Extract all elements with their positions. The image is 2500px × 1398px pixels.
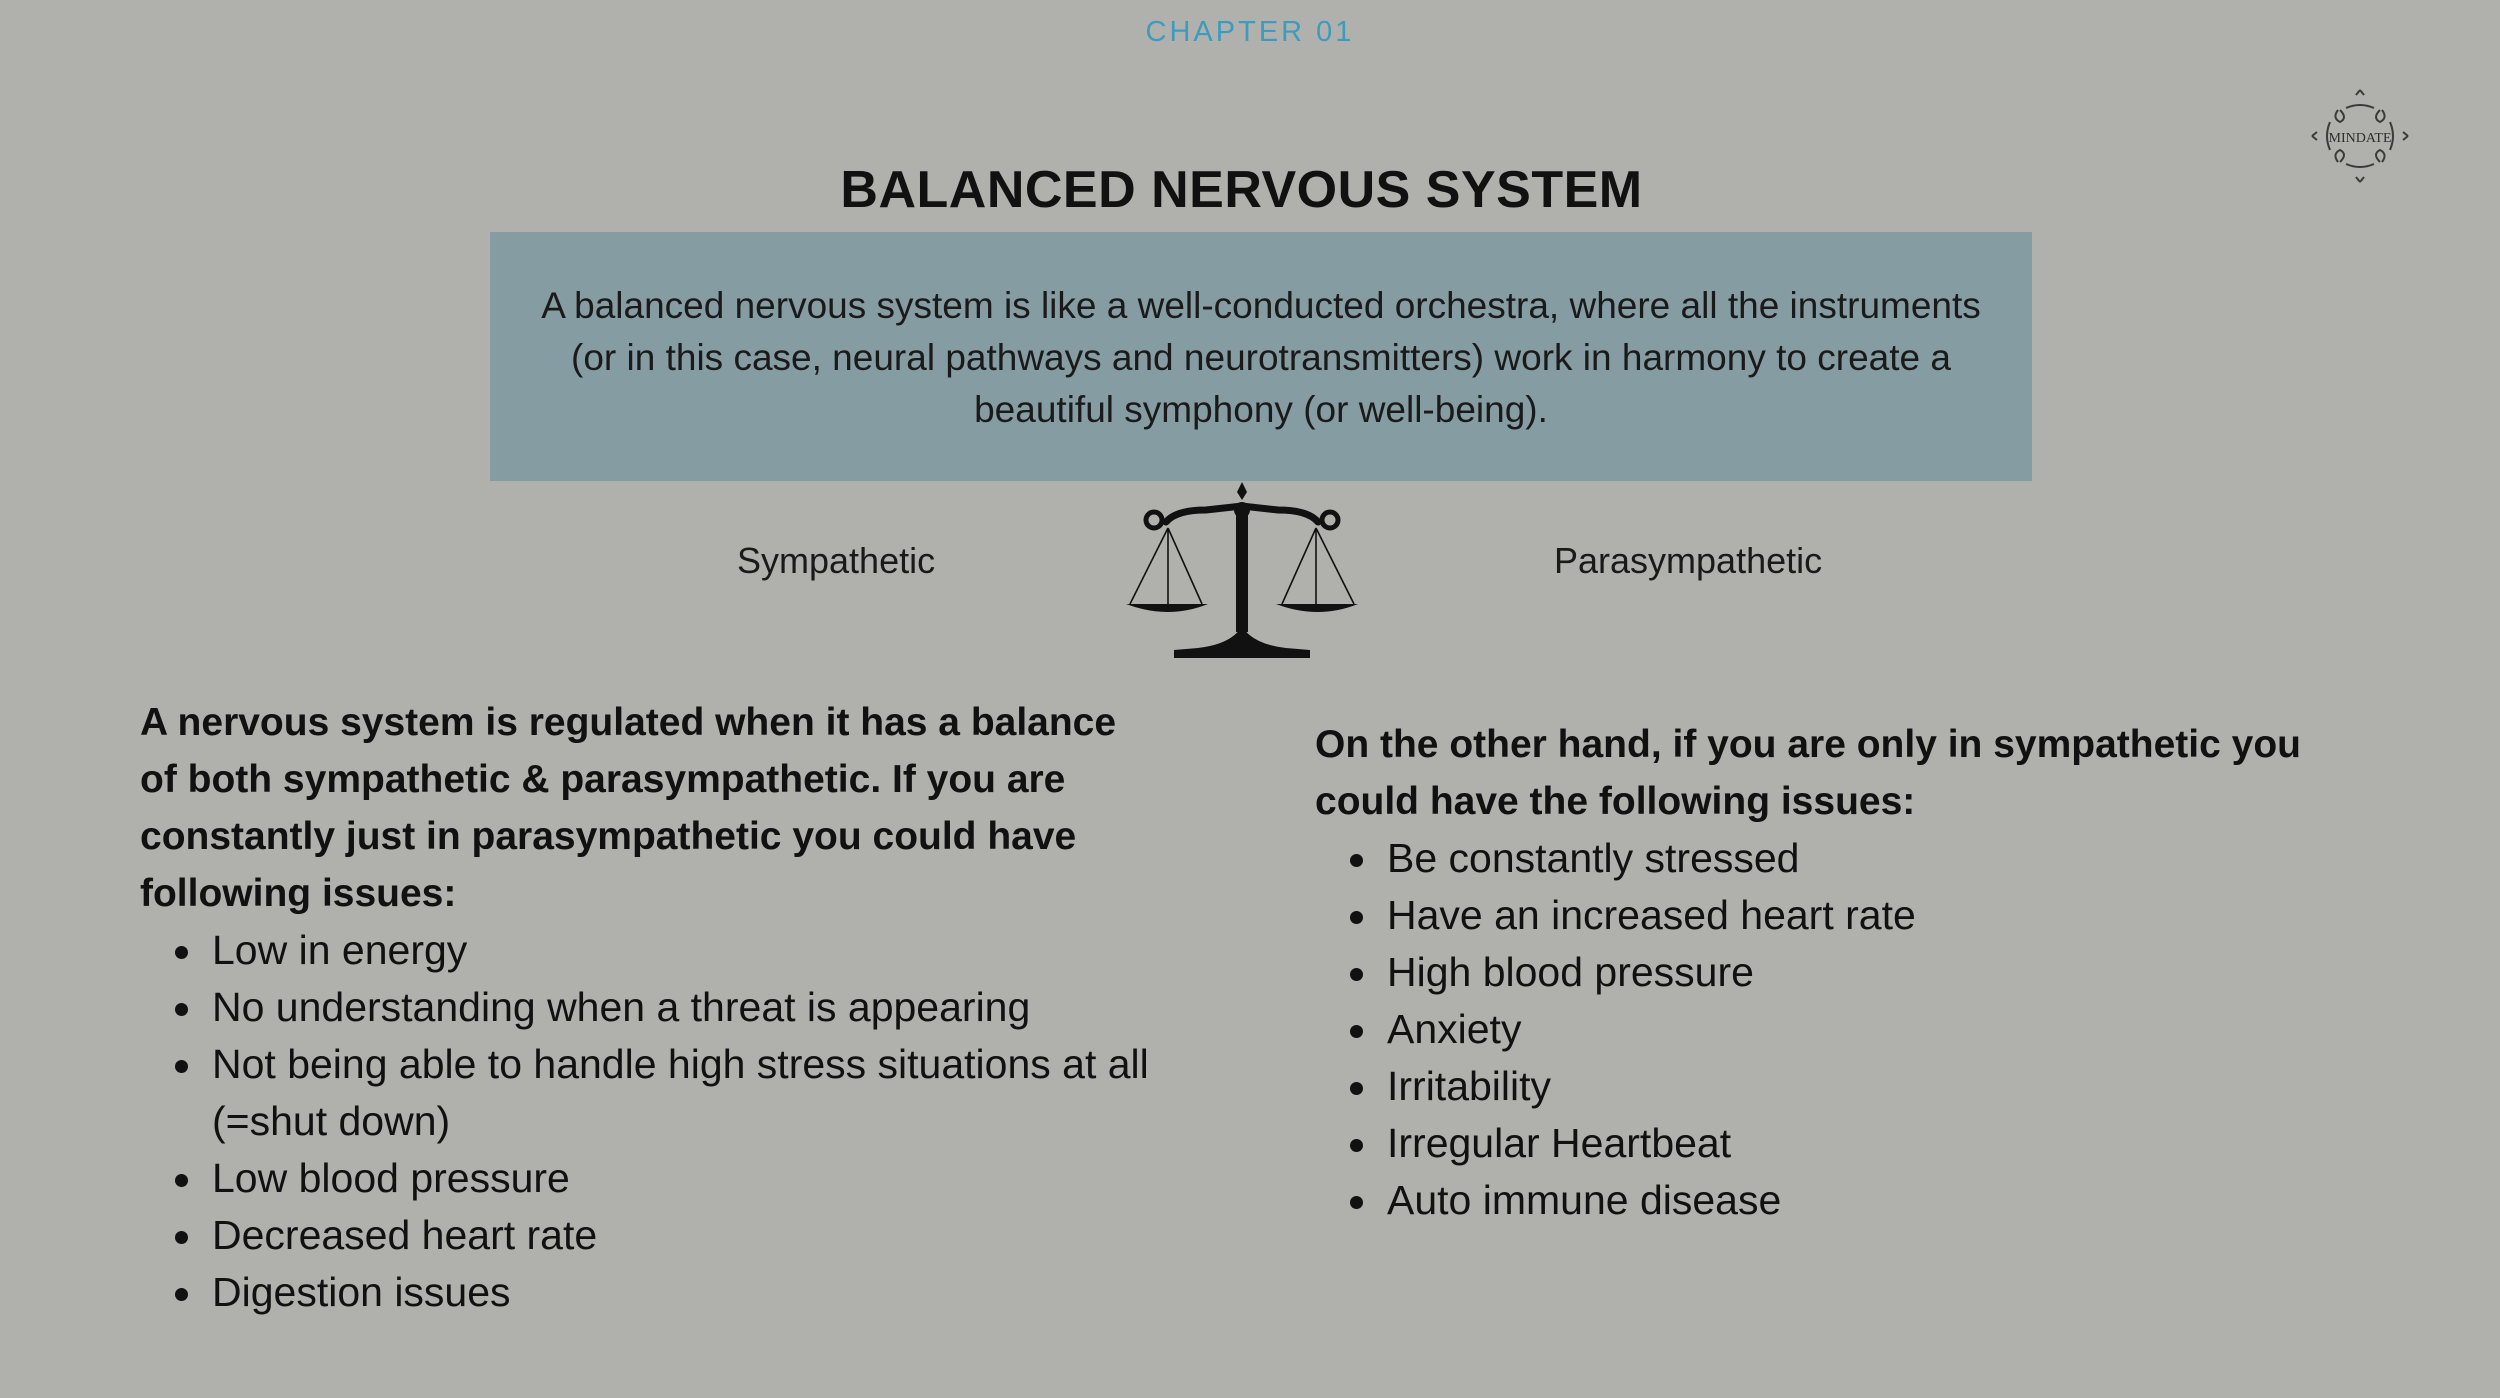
list-item: Not being able to handle high stress sit… — [140, 1036, 1150, 1150]
chapter-label: CHAPTER 01 — [1145, 16, 1355, 48]
list-item: Low in energy — [140, 922, 1150, 979]
svg-text:MINDATE: MINDATE — [2329, 131, 2392, 146]
list-item: Irritability — [1315, 1058, 2375, 1115]
balance-scale-icon — [1126, 482, 1358, 658]
page-title: BALANCED NERVOUS SYSTEM — [840, 161, 1643, 219]
parasympathetic-label: Parasympathetic — [1554, 540, 1823, 581]
left-lead-text: A nervous system is regulated when it ha… — [140, 701, 1117, 915]
list-item: Irregular Heartbeat — [1315, 1115, 2375, 1172]
list-item: Be constantly stressed — [1315, 830, 2375, 887]
right-column: On the other hand, if you are only in sy… — [1315, 716, 2375, 1229]
intro-text: A balanced nervous system is like a well… — [541, 285, 1981, 430]
list-item: Have an increased heart rate — [1315, 887, 2375, 944]
sympathetic-label: Sympathetic — [737, 540, 936, 581]
list-item: Anxiety — [1315, 1001, 2375, 1058]
list-item: High blood pressure — [1315, 944, 2375, 1001]
mindate-logo-icon: MINDATE — [2311, 89, 2409, 183]
list-item: Low blood pressure — [140, 1150, 1150, 1207]
sympathetic-issues-list: Be constantly stressed Have an increased… — [1315, 830, 2375, 1229]
list-item: Decreased heart rate — [140, 1207, 1150, 1264]
list-item: No understanding when a threat is appear… — [140, 979, 1150, 1036]
list-item: Auto immune disease — [1315, 1172, 2375, 1229]
list-item: Digestion issues — [140, 1264, 1150, 1321]
parasympathetic-issues-list: Low in energy No understanding when a th… — [140, 922, 1150, 1321]
intro-quote-box: A balanced nervous system is like a well… — [490, 232, 2032, 481]
right-lead-text: On the other hand, if you are only in sy… — [1315, 723, 2301, 823]
left-column: A nervous system is regulated when it ha… — [140, 694, 1150, 1321]
